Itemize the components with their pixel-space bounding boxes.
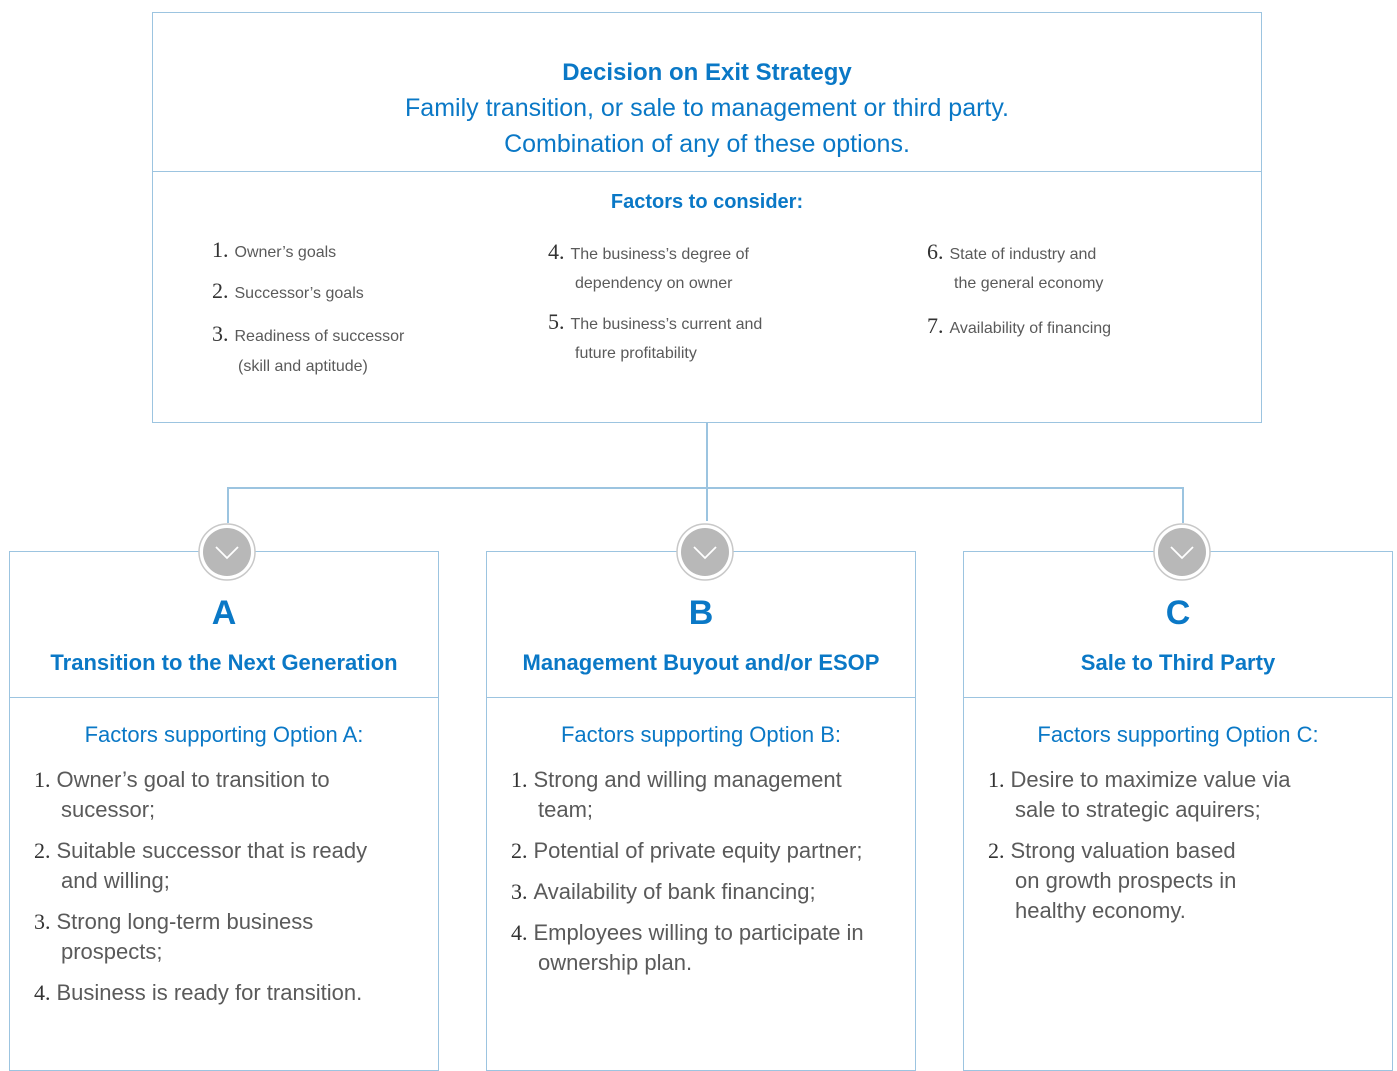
factor-item: 7.Availability of financing: [927, 313, 1112, 338]
factor-item: 1.Owner’s goals: [212, 237, 337, 262]
list-item: 4.Business is ready for transition.: [34, 980, 363, 1005]
list-item: 3.Availability of bank financing;: [511, 879, 816, 904]
factor-item: 5.The business’s current and future prof…: [548, 309, 763, 362]
list-item: 2.Suitable successor that is ready and w…: [34, 838, 368, 893]
decision-title: Decision on Exit Strategy: [562, 59, 852, 86]
factor-item: 4.The business’s degree of dependency on…: [548, 239, 749, 292]
factor-item: 6.State of industry and the general econ…: [927, 239, 1104, 292]
decision-header: Decision on Exit Strategy Family transit…: [153, 13, 1261, 172]
option-title: Transition to the Next Generation: [50, 650, 398, 675]
chevron-down-circle-icon: [1153, 523, 1211, 581]
factors-title: Factors to consider:: [610, 191, 804, 213]
connector-drop-a: [227, 487, 229, 523]
connector-horizontal: [227, 487, 1183, 489]
option-subtitle: Factors supporting Option C:: [1037, 722, 1319, 747]
list-item: 2.Potential of private equity partner;: [511, 838, 863, 863]
option-box-b: B Management Buyout and/or ESOP Factors …: [486, 551, 916, 1071]
option-title: Sale to Third Party: [1080, 650, 1276, 675]
list-item: 1.Owner’s goal to transition to sucessor…: [34, 767, 330, 822]
connector-drop-c: [1182, 487, 1184, 523]
option-header: A Transition to the Next Generation: [10, 552, 438, 698]
option-subtitle: Factors supporting Option A:: [84, 722, 364, 747]
option-letter: C: [1165, 594, 1191, 632]
chevron-down-circle-icon: [676, 523, 734, 581]
option-subtitle: Factors supporting Option B:: [560, 722, 842, 747]
decision-box: Decision on Exit Strategy Family transit…: [152, 12, 1262, 423]
factor-item: 2.Successor’s goals: [212, 278, 364, 303]
option-box-c: C Sale to Third Party Factors supporting…: [963, 551, 1393, 1071]
factor-item: 3.Readiness of successor (skill and apti…: [212, 321, 405, 375]
list-item: 1.Desire to maximize value via sale to s…: [988, 767, 1291, 822]
connector-vertical: [706, 423, 708, 521]
option-header: B Management Buyout and/or ESOP: [487, 552, 915, 698]
option-title: Management Buyout and/or ESOP: [522, 650, 880, 675]
list-item: 2.Strong valuation based on growth prosp…: [988, 838, 1237, 923]
list-item: 4.Employees willing to participate in ow…: [511, 920, 864, 975]
list-item: 1.Strong and willing management team;: [511, 767, 842, 822]
list-item: 3.Strong long-term business prospects;: [34, 909, 314, 964]
chevron-down-circle-icon: [198, 523, 256, 581]
option-letter: B: [688, 594, 714, 632]
option-box-a: A Transition to the Next Generation Fact…: [9, 551, 439, 1071]
option-letter: A: [211, 594, 237, 632]
option-header: C Sale to Third Party: [964, 552, 1392, 698]
decision-subtitle-line1: Family transition, or sale to management…: [405, 94, 1009, 122]
decision-subtitle-line2: Combination of any of these options.: [504, 130, 910, 158]
